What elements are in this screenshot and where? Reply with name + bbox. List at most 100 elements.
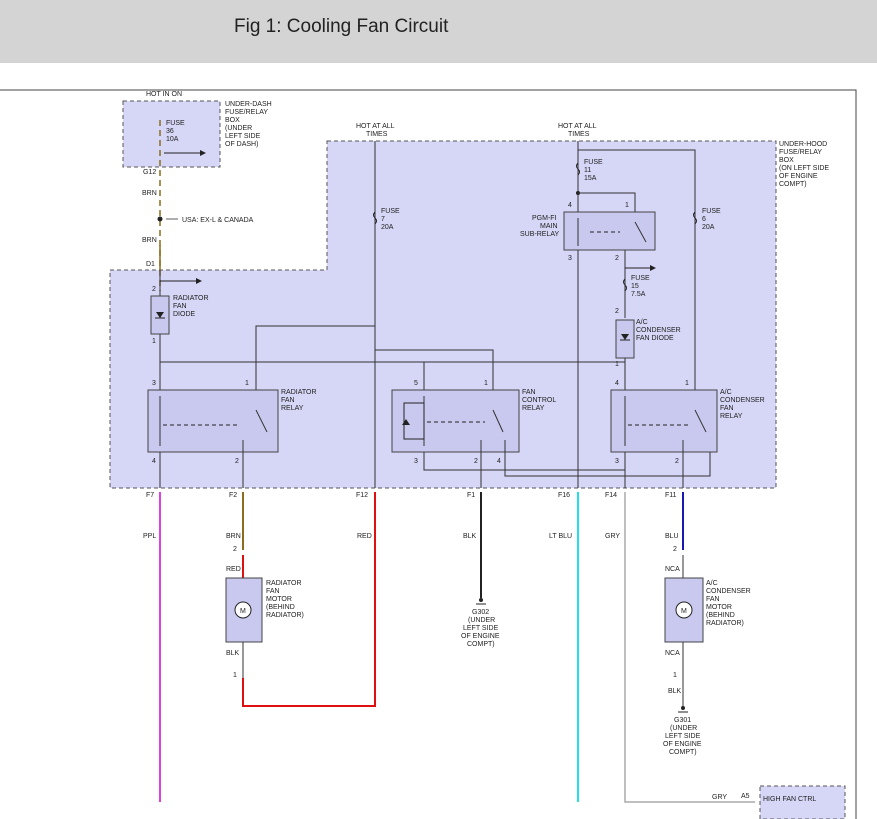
underhood-label-3: BOX (779, 157, 794, 164)
underdash-label-3: BOX (225, 117, 240, 124)
pin-acd-2: 2 (615, 308, 619, 315)
fcr-label-3: RELAY (522, 405, 545, 412)
fuse11-label-3: 15A (584, 175, 597, 182)
rfr-label-1: RADIATOR (281, 389, 317, 396)
rm-label-4: (BEHIND (266, 604, 295, 611)
fuse6-label-1: FUSE (702, 208, 721, 215)
pin-rm-2: 2 (233, 546, 237, 553)
rfr-switch (255, 409, 268, 433)
radiator-fan-relay (147, 389, 279, 453)
fcr-pin1-feed (375, 349, 494, 390)
g301-label-5: COMPT) (669, 749, 697, 756)
acr-switch (694, 409, 707, 433)
acd-label-2: CONDENSER (636, 327, 681, 334)
diagram-frame (0, 89, 857, 819)
pgm-label-2: MAIN (540, 223, 558, 230)
usa-label: USA: EX-L & CANADA (182, 217, 254, 224)
pin-fcr-3: 3 (414, 458, 418, 465)
g301-label-2: (UNDER (670, 725, 697, 732)
acd-label-3: FAN DIODE (636, 335, 674, 342)
fuse6-label-3: 20A (702, 224, 715, 231)
acm-label-4: MOTOR (706, 604, 732, 611)
rfr-label-2: FAN (281, 397, 295, 404)
fcr-diode-symbol (402, 419, 410, 425)
acd-label-1: A/C (636, 319, 648, 326)
fcr-pin5-wire (160, 361, 425, 390)
pin-diode-1: 1 (152, 338, 156, 345)
hot-in-on-label: HOT IN ON (146, 91, 182, 98)
hot-at-all-2b: TIMES (568, 131, 590, 138)
wire-red: RED (357, 533, 372, 540)
acr-label-2: CONDENSER (720, 397, 765, 404)
a5-label: A5 (741, 793, 750, 800)
rfd-label-3: DIODE (173, 311, 196, 318)
g302-label-1: G302 (472, 609, 489, 616)
fcr-pin4-out (504, 440, 711, 477)
underdash-label-2: FUSE/RELAY (225, 109, 268, 116)
underdash-label-1: UNDER-DASH (225, 101, 272, 108)
rfd-label-1: RADIATOR (173, 295, 209, 302)
pin-fcr-1: 1 (484, 380, 488, 387)
wire-blu: BLU (665, 533, 679, 540)
pgm-switch (634, 221, 647, 243)
conn-f1: F1 (467, 492, 475, 499)
pin-pgm-3: 3 (568, 255, 572, 262)
high-fan-ctrl-box (759, 785, 846, 819)
fcr-label-1: FAN (522, 389, 536, 396)
pgm-label-1: PGM-FI (532, 215, 557, 222)
fuse36-label-2: 36 (166, 128, 174, 135)
pin-acm-2: 2 (673, 546, 677, 553)
conn-f14: F14 (605, 492, 617, 499)
hot-at-all-2a: HOT AT ALL (558, 123, 597, 130)
pin-acd-1: 1 (615, 361, 619, 368)
pin-fcr-2: 2 (474, 458, 478, 465)
fuse6-symbol (693, 211, 697, 225)
acm-nca-1: NCA (665, 566, 680, 573)
acm-label-2: CONDENSER (706, 588, 751, 595)
conn-f7: F7 (146, 492, 154, 499)
pin-rm-1: 1 (233, 672, 237, 679)
rfr-label-3: RELAY (281, 405, 304, 412)
fuse7-label-2: 7 (381, 216, 385, 223)
usa-splice-dot (157, 216, 163, 222)
pin-acr-2: 2 (675, 458, 679, 465)
acm-label-1: A/C (706, 580, 718, 587)
fuse36-label-1: FUSE (166, 120, 185, 127)
fuse15-label-2: 15 (631, 283, 639, 290)
hot-at-all-1b: TIMES (366, 131, 388, 138)
underhood-label-2: FUSE/RELAY (779, 149, 822, 156)
underhood-label-6: COMPT) (779, 181, 807, 188)
underdash-label-4: (UNDER (225, 125, 252, 132)
pin-rfr-3: 3 (152, 380, 156, 387)
fuse11-label-2: 11 (584, 167, 591, 174)
pin-acr-3: 3 (615, 458, 619, 465)
ac-condenser-fan-relay (610, 389, 718, 453)
rm-blk: BLK (226, 650, 240, 657)
motor-m-2: M (681, 608, 687, 615)
wire-gry: GRY (605, 533, 620, 540)
wire-brn: BRN (226, 533, 241, 540)
brn-label-a: BRN (142, 190, 157, 197)
figure-header: Fig 1: Cooling Fan Circuit (0, 0, 877, 63)
fuse6-wire (578, 149, 696, 390)
fuse11-label-1: FUSE (584, 159, 603, 166)
d1-label: D1 (146, 261, 155, 268)
wire-blk: BLK (463, 533, 477, 540)
acr-label-3: FAN (720, 405, 734, 412)
fuse11-to-pgm-pin1 (578, 192, 636, 212)
pin-acm-1: 1 (673, 672, 677, 679)
pin-pgm-4: 4 (568, 202, 572, 209)
pin-pgm-1: 1 (625, 202, 629, 209)
acr-label-1: A/C (720, 389, 732, 396)
fcr-switch (492, 409, 504, 433)
acm-nca-2: NCA (665, 650, 680, 657)
fuse7-symbol (373, 211, 377, 225)
g302-label-3: LEFT SIDE (463, 625, 499, 632)
g301-ground-dot (681, 706, 685, 710)
rm-label-5: RADIATOR) (266, 612, 304, 619)
hot-at-all-1a: HOT AT ALL (356, 123, 395, 130)
pin-fcr-5: 5 (414, 380, 418, 387)
fuse15-label-3: 7.5A (631, 291, 646, 298)
conn-f12: F12 (356, 492, 368, 499)
